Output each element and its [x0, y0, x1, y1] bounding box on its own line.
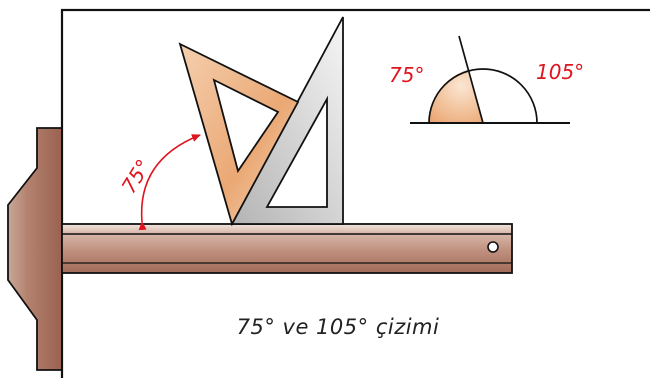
angle-ray — [458, 35, 484, 124]
t-square-head — [7, 127, 63, 371]
t-square-blade — [61, 223, 513, 274]
angle-75-label: 75° — [389, 63, 424, 87]
semicircle — [428, 68, 538, 124]
caption: 75° ve 105° çizimi — [237, 315, 440, 339]
angle-105-label: 105° — [536, 60, 584, 84]
angle-75-sector — [428, 70, 483, 123]
angle-arc-75 — [138, 134, 201, 231]
hanging-hole — [487, 241, 499, 253]
angle-diagram: 75° 105° — [389, 35, 584, 124]
set-square-30-60 — [178, 42, 300, 227]
